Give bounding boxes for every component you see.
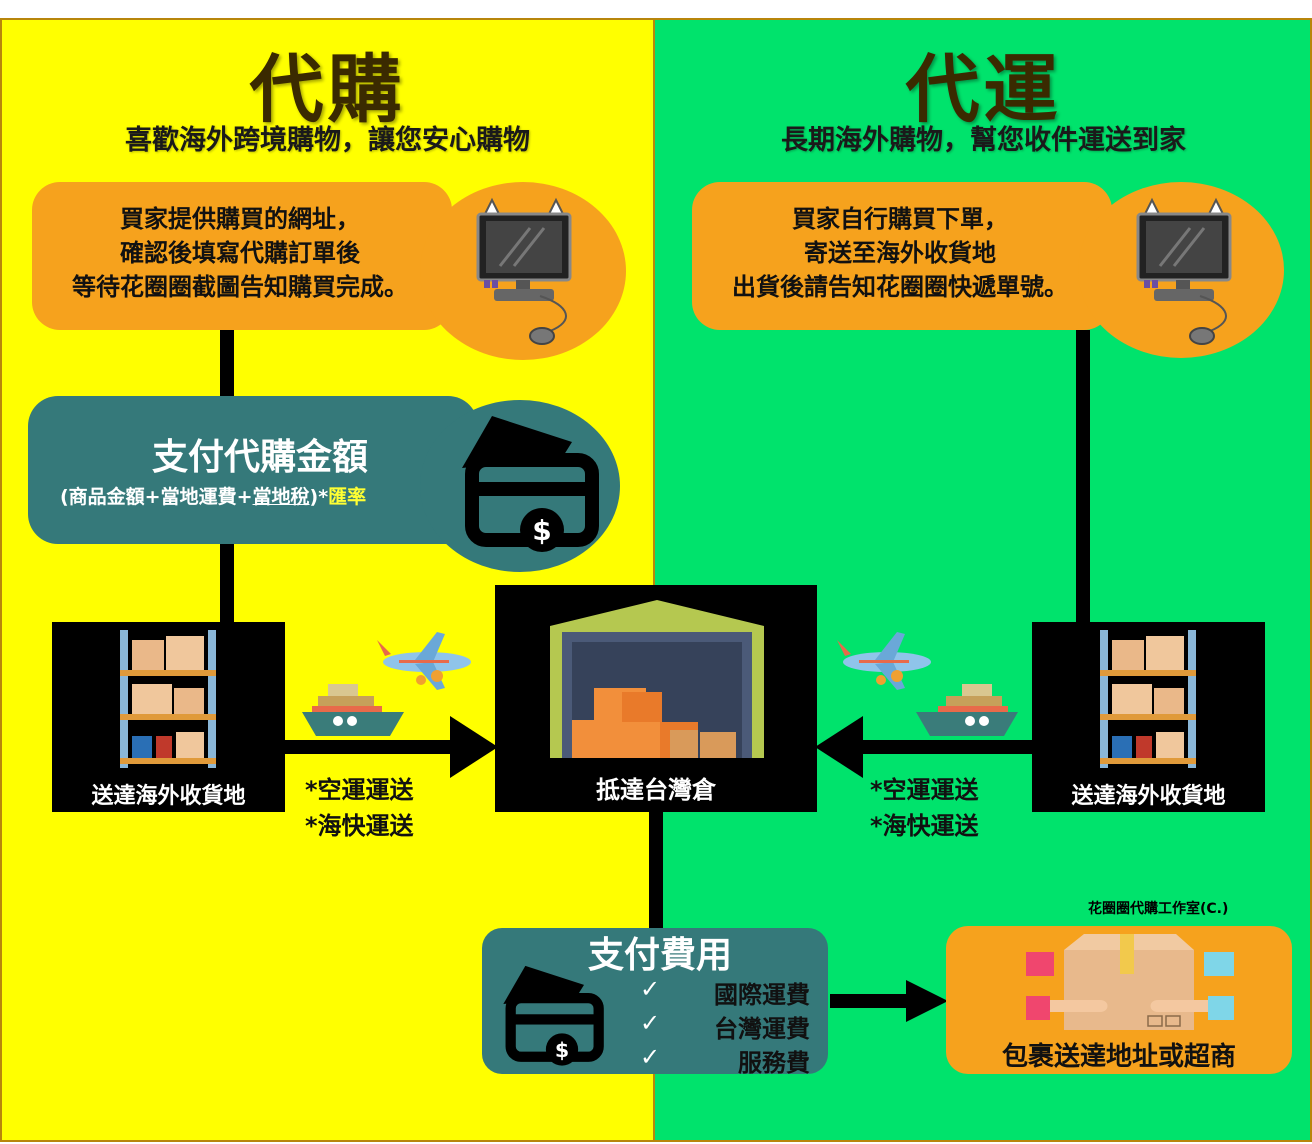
left-arrow-head: [815, 716, 863, 778]
purchase-payment-title: 支付代購金額: [151, 437, 368, 478]
svg-text:$: $: [555, 1038, 569, 1062]
credit-card-dollar-icon: $: [462, 416, 599, 552]
fees-title: 支付費用: [587, 935, 732, 976]
package-handoff-icon: [1026, 934, 1234, 1030]
ship-icon: [916, 684, 1018, 736]
shipping-title: 代運: [905, 47, 1062, 133]
purchase-payment-formula: (商品金額+當地運費+當地稅)*匯率: [60, 486, 367, 508]
purchase-overseas-label: 送達海外收貨地: [91, 784, 246, 809]
airplane-icon: [377, 632, 471, 690]
right-arrow-head: [450, 716, 498, 778]
svg-text:$: $: [532, 514, 551, 547]
computer-monitor-icon: [476, 197, 572, 345]
fees-list: ✓國際運費 ✓台灣運費 ✓服務費: [640, 975, 810, 1077]
right-vertical-connector: [1076, 330, 1090, 630]
fee-item: ✓台灣運費: [640, 1009, 810, 1043]
right-arrow-head: [906, 980, 948, 1022]
purchase-payment-bubble: [28, 396, 478, 544]
purchase-subtitle: 喜歡海外跨境購物，讓您安心購物: [125, 125, 530, 156]
purchase-step1-bubble: [32, 182, 452, 330]
shipping-methods: *空運運送 *海快運送: [870, 776, 979, 840]
warehouse-shelf-icon: [120, 630, 216, 768]
shipping-step1-text: 買家自行購買下單， 寄送至海外收貨地 出貨後請告知花圈圈快遞單號。: [732, 205, 1068, 301]
shipping-subtitle: 長期海外購物，幫您收件運送到家: [781, 125, 1186, 156]
center-vertical-connector: [649, 805, 663, 935]
left-arrow-shaft: [285, 740, 455, 754]
purchase-title: 代購: [249, 47, 406, 133]
taiwan-warehouse-icon: [550, 600, 764, 758]
right-arrow-shaft: [857, 740, 1032, 754]
purchase-methods: *空運運送 *海快運送: [305, 776, 414, 840]
credit-card-dollar-icon: $: [503, 965, 604, 1066]
taiwan-warehouse-label: 抵達台灣倉: [596, 776, 716, 804]
airplane-icon: [837, 632, 931, 690]
fees-arrow-shaft: [830, 994, 910, 1008]
delivery-label: 包裹送達地址或超商: [1001, 1042, 1236, 1072]
studio-credit: 花圈圈代購工作室(C.): [1088, 901, 1229, 917]
shipping-step1-bubble: [692, 182, 1112, 330]
fee-item: ✓國際運費: [640, 975, 810, 1009]
purchase-step1-text: 買家提供購買的網址， 確認後填寫代購訂單後 等待花圈圈截圖告知購買完成。: [72, 205, 408, 301]
shipping-overseas-label: 送達海外收貨地: [1071, 784, 1226, 809]
ship-icon: [302, 684, 404, 736]
warehouse-shelf-icon: [1100, 630, 1196, 768]
fee-item: ✓服務費: [640, 1043, 810, 1077]
computer-monitor-icon: [1136, 197, 1232, 345]
